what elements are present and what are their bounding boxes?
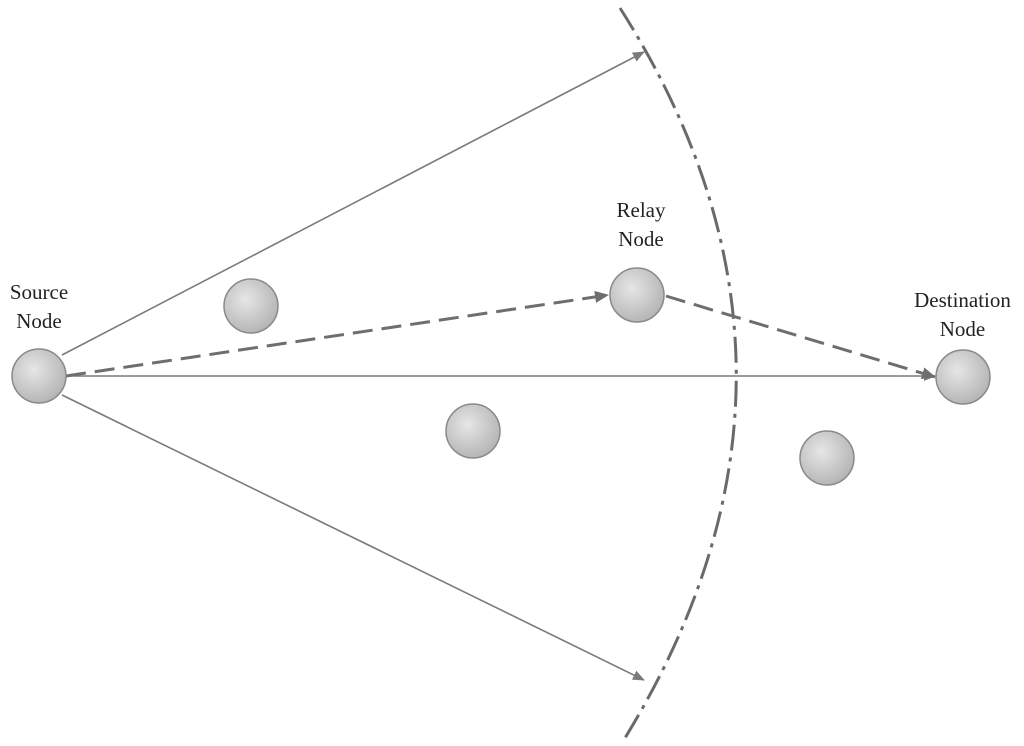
relay-node bbox=[609, 267, 665, 323]
source-node-label-line2: Node bbox=[16, 309, 62, 333]
ray-upper bbox=[61, 51, 645, 356]
destination-node-label-line1: Destination bbox=[914, 288, 1011, 312]
destination-node bbox=[935, 349, 991, 405]
source-node-label-line1: Source bbox=[9, 280, 69, 304]
source-node bbox=[11, 348, 67, 404]
relay-node-label-line1: Relay bbox=[616, 198, 666, 222]
neighbor-node bbox=[799, 430, 855, 486]
neighbor-node bbox=[445, 403, 501, 459]
ray-lower bbox=[61, 394, 645, 681]
transmission-range-boundary bbox=[618, 7, 738, 739]
relay-node-label: Relay Node bbox=[596, 196, 686, 254]
source-node-label: Source Node bbox=[0, 278, 78, 336]
relay-link-source-to-relay bbox=[65, 290, 609, 378]
destination-node-label: Destination Node bbox=[895, 286, 1024, 344]
relay-link-relay-to-destination bbox=[665, 294, 936, 379]
destination-node-label-line2: Node bbox=[939, 317, 986, 341]
neighbor-node bbox=[223, 278, 279, 334]
relay-node-label-line2: Node bbox=[618, 227, 664, 251]
